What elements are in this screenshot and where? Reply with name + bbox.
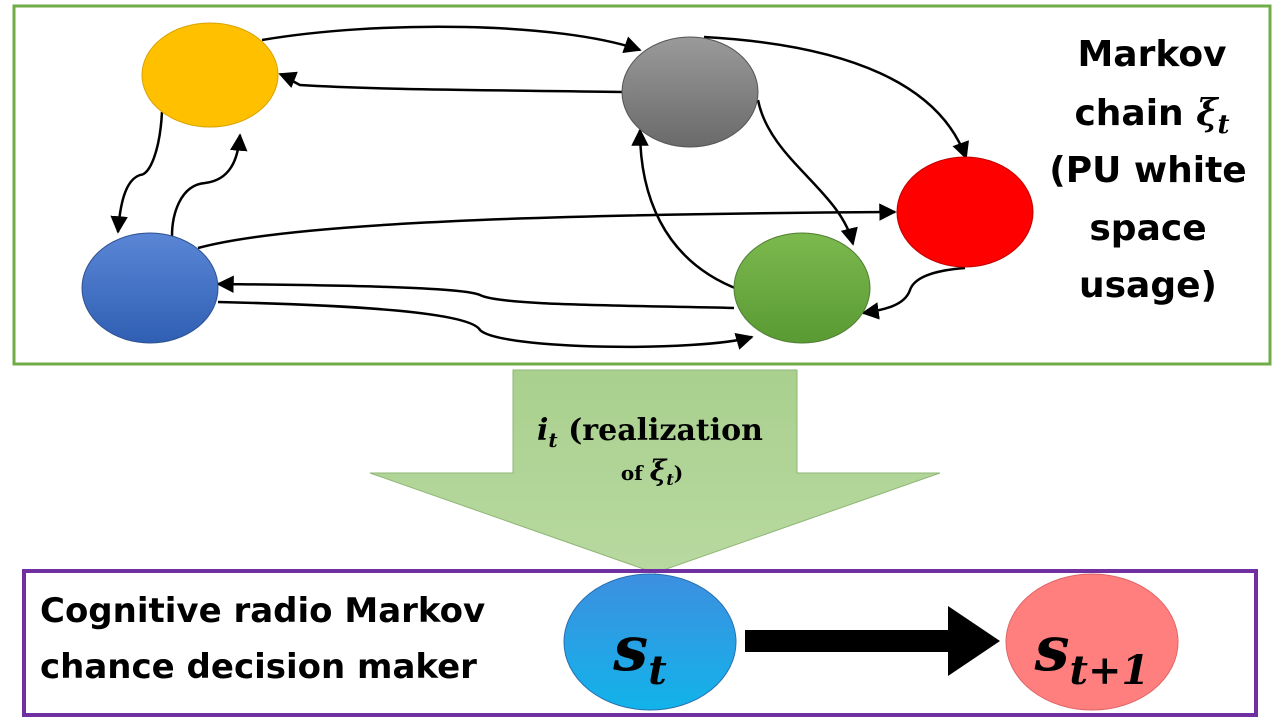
markov-label-line4: space	[1089, 208, 1206, 249]
state-next-node	[1005, 573, 1179, 711]
markov-label-line5: usage)	[1079, 265, 1217, 306]
edge-green-to-blue	[216, 275, 735, 310]
realization-arrow	[369, 369, 941, 574]
transition-arrow-head	[948, 606, 1000, 676]
arrow-label-line1: it (realization	[537, 413, 763, 452]
markov-edges	[110, 25, 969, 350]
edge-yellow-to-blue	[110, 111, 164, 234]
edge-blue-to-yellow	[170, 133, 248, 237]
decision-maker-box	[22, 569, 1258, 717]
markov-label-line1: Markov	[1077, 34, 1226, 75]
markov-state-blue	[81, 232, 219, 344]
state-current-node	[563, 573, 737, 711]
state-current-label: st	[612, 612, 667, 694]
markov-label-line2: chain ξt	[1074, 92, 1229, 140]
edge-blue-to-red	[197, 203, 897, 250]
edge-gray-to-yellow	[278, 71, 623, 94]
markov-state-yellow	[141, 22, 279, 128]
edge-green-to-gray	[631, 128, 741, 292]
state-next-label: st+1	[1034, 612, 1150, 694]
decision-label-line1: Cognitive radio Markov	[40, 591, 485, 631]
edge-gray-to-green	[756, 99, 858, 246]
markov-state-red	[896, 156, 1034, 268]
edge-red-to-green	[861, 266, 966, 320]
edge-blue-to-green	[217, 300, 754, 350]
decision-label-line2: chance decision maker	[40, 647, 477, 687]
markov-state-gray	[621, 36, 759, 148]
markov-label-line3: (PU white	[1049, 150, 1246, 191]
edge-gray-to-red	[703, 35, 969, 160]
markov-chain-label: Markov chain ξt (PU white space usage)	[1049, 34, 1246, 306]
edge-yellow-to-gray	[261, 25, 642, 54]
markov-state-green	[733, 232, 871, 344]
arrow-label-line2: of ξt)	[621, 454, 683, 489]
